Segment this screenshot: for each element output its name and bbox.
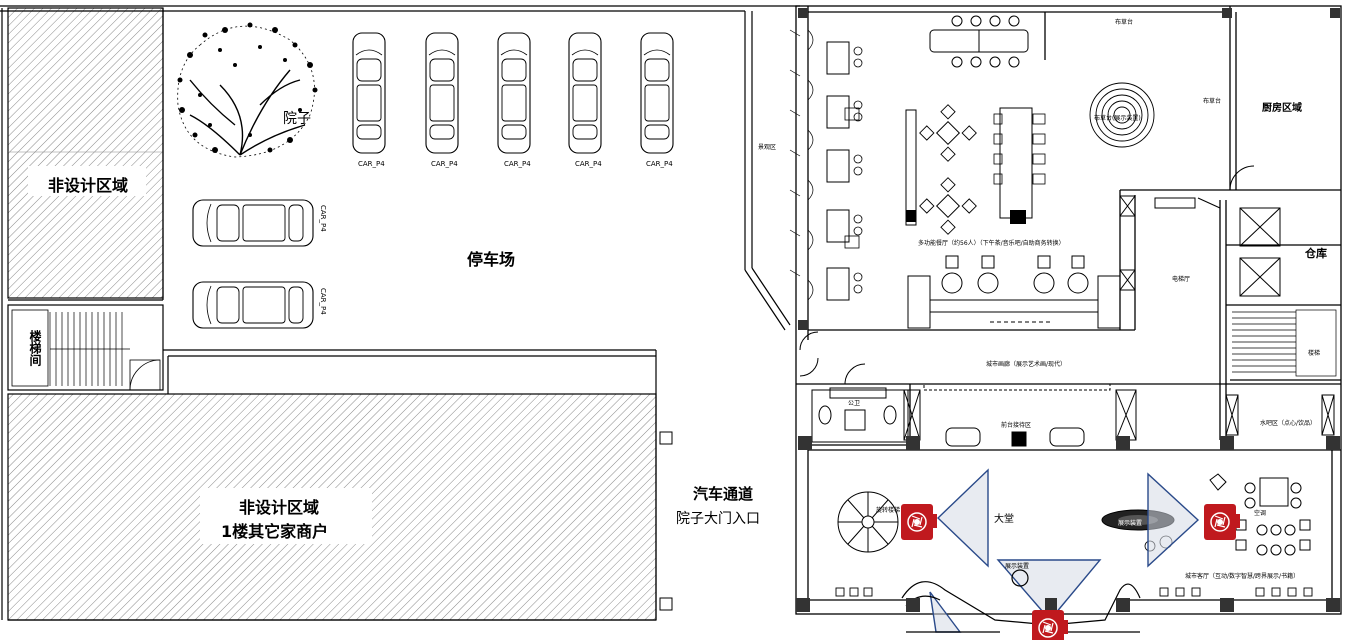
corridor-label: 城市画廊（展示艺术画/现代） [986,361,1067,368]
lobby-label: 大堂 [994,514,1014,525]
building-walls [795,5,1342,615]
non-design-area-bottom [7,393,657,621]
courtyard-label: 院子 [283,111,311,127]
meeting-table [929,15,1029,68]
boundary-walls [0,5,800,621]
bar-right-label: 布草台 [1203,98,1222,105]
car-tag: CAR_P4 [358,160,385,168]
storage-label: 仓库 [1305,247,1327,260]
car-tag: CAR_P4 [431,160,458,168]
elevators [1119,195,1281,297]
parking-label: 停车场 [467,250,516,269]
kitchen-label: 厨房区域 [1262,103,1302,114]
water-bar [1209,394,1335,556]
landscape-label: 景观区 [758,144,777,151]
parking-spaces [192,32,674,329]
corridor-doors [799,331,1111,391]
round-bar-label: 布草台(展示装置) [1094,115,1141,122]
camera-view-cones [929,468,1200,633]
water-bar-label: 水吧区（点心/饮品） [1260,420,1317,427]
reception-label: 前台接待区 [1001,422,1032,429]
facade-small-windows [835,587,1313,597]
stairs-right-label: 楼梯 [1308,350,1321,357]
display-device-label: 展示装置 [1005,563,1030,570]
cafe-tables [905,104,1046,235]
facade-windows [789,29,814,301]
reception-area [903,389,1137,447]
round-bar-display [1089,82,1155,148]
car-tag: CAR_P4 [319,205,327,232]
car-tag: CAR_P4 [504,160,531,168]
non-design-area-bottom-label: 非设计区域 [239,498,320,517]
restroom [811,363,909,443]
lounge-seating [907,255,1121,329]
non-design-area-top-label: 非设计区域 [48,176,129,195]
stairwell-left [7,304,164,391]
non-design-area-top [7,7,164,299]
car-tag: CAR_P4 [646,160,673,168]
car-lane-label: 汽车通道 [693,485,754,503]
spiral-staircase [837,491,899,553]
restroom-label: 公卫 [848,400,861,407]
multi-dining-label: 多功能餐厅（约56人）（下午茶/音乐吧/自助商务转换） [918,240,1065,247]
stairwell-right [1232,309,1337,377]
structural-columns [796,8,1340,612]
stairwell-left-label: 楼梯间 [28,330,42,366]
city-hall-label: 城市客厅（互动/数字智慧/跨界展示/书籍） [1185,573,1300,580]
car-tag: CAR_P4 [575,160,602,168]
car-tag: CAR_P4 [319,288,327,315]
bar-top-label: 布草台 [1115,19,1134,26]
other-merchants-label: 1楼其它家商户 [221,522,329,541]
driveway-markers [659,431,673,611]
yard-gate-label: 院子大门入口 [676,511,760,527]
booth-seating [826,41,863,301]
tree-icon [177,22,318,158]
center-exhibit-label: 展示装置 [1118,520,1143,527]
spiral-stair-label: 旋转楼梯 [876,507,901,514]
elevator-hall-label: 电梯厅 [1172,276,1191,283]
kitchen-area [1154,165,1255,209]
small-unit-label: 空调 [1254,510,1267,517]
